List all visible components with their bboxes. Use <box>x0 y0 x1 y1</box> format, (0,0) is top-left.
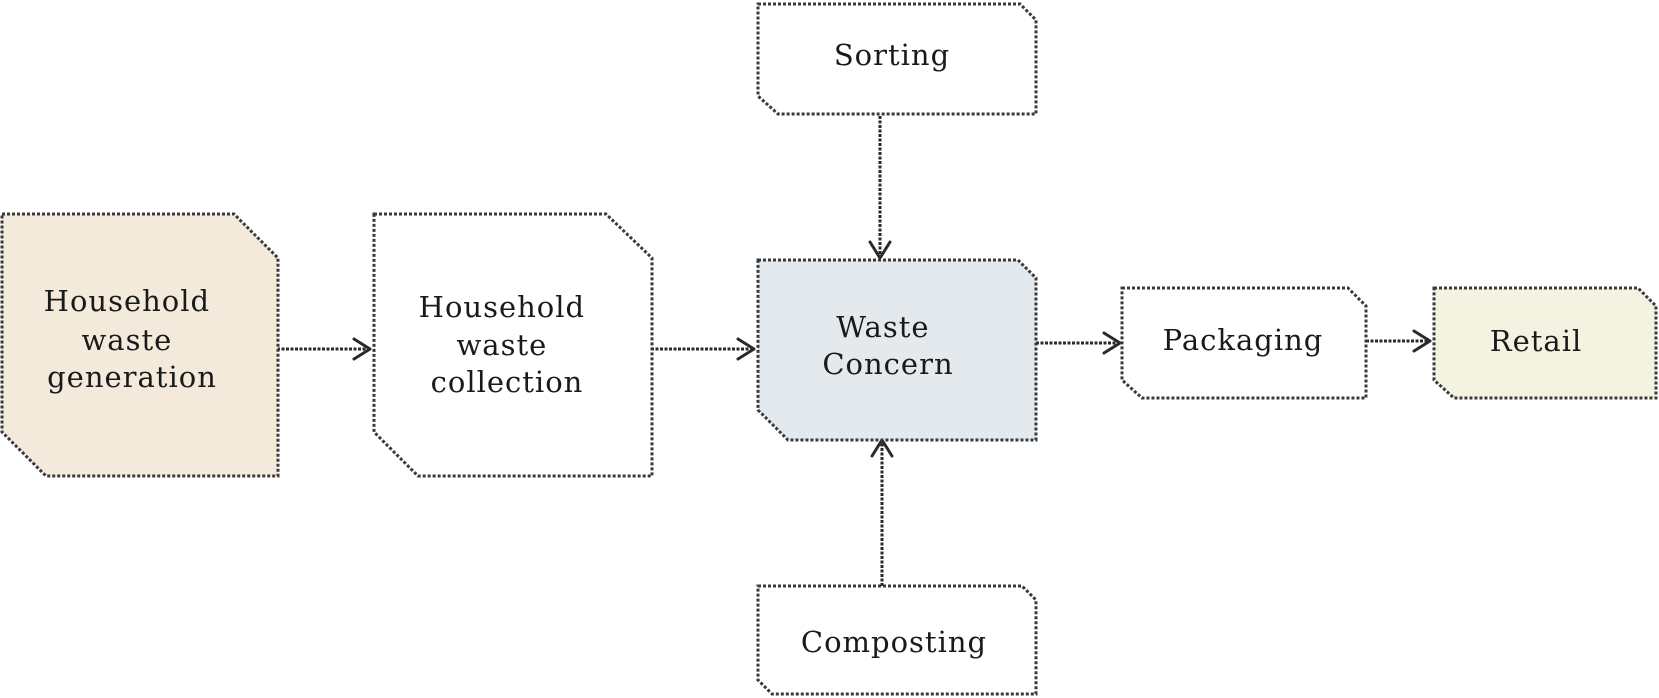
edge-waste-concern-to-packaging <box>1036 331 1122 355</box>
edge-packaging-to-retail <box>1366 329 1432 353</box>
node-household-waste-collection-label-line-2: waste <box>456 328 547 362</box>
node-waste-concern-label-line-2: Concern <box>822 347 953 381</box>
edge-sorting-to-waste-concern <box>868 116 892 260</box>
node-sorting-label: Sorting <box>834 38 950 72</box>
node-packaging-label: Packaging <box>1163 323 1324 357</box>
node-composting: Composting <box>756 584 1038 696</box>
node-composting-label: Composting <box>801 625 987 659</box>
svg-text:Waste Concern: Waste Concern <box>822 310 953 381</box>
node-household-waste-collection-label-line-3: collection <box>431 365 584 399</box>
node-household-waste-generation-label-line-3: generation <box>47 360 217 394</box>
node-household-waste-generation-label-line-1: Household <box>44 284 210 318</box>
node-retail-box <box>1432 286 1658 400</box>
node-retail: Retail <box>1432 286 1658 400</box>
svg-text:Household waste: Household waste collection <box>419 290 596 399</box>
node-packaging-box <box>1120 286 1368 400</box>
node-household-waste-collection: Household waste collection <box>372 212 654 478</box>
node-waste-concern-label-line-1: Waste <box>836 310 929 344</box>
node-household-waste-collection-label-line-1: Household <box>419 290 585 324</box>
node-sorting: Sorting <box>756 2 1038 116</box>
node-sorting-box <box>756 2 1038 116</box>
edge-generation-to-collection <box>277 337 372 361</box>
node-waste-concern: Waste Concern <box>756 258 1038 442</box>
node-composting-box <box>756 584 1038 696</box>
node-household-waste-generation-label-line-2: waste <box>81 323 172 357</box>
node-household-waste-generation: Household waste generation <box>0 212 280 478</box>
node-household-waste-collection-box <box>372 212 654 478</box>
edge-composting-to-waste-concern <box>870 438 894 586</box>
svg-text:Household waste: Household waste generation <box>44 284 221 394</box>
edge-collection-to-waste-concern <box>651 337 756 361</box>
node-retail-label: Retail <box>1490 324 1583 358</box>
node-waste-concern-box <box>756 258 1038 442</box>
node-packaging: Packaging <box>1120 286 1368 400</box>
node-household-waste-generation-box <box>0 212 280 478</box>
